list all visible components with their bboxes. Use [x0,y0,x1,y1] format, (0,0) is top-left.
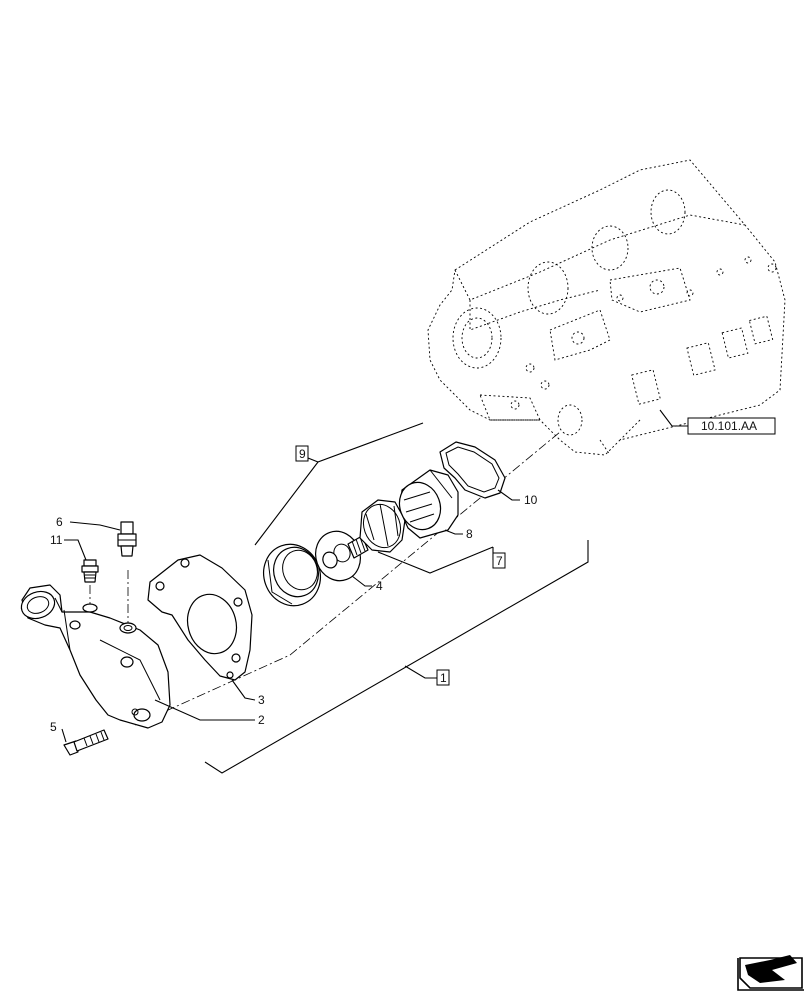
part-5-bolt [63,729,109,756]
callout-7: 7 [496,554,503,568]
part-11-sensor [81,559,99,583]
next-page-arrow-icon[interactable] [737,955,804,991]
assembly-centerline [134,431,561,726]
bore-3 [591,225,629,271]
bore-front [452,307,502,369]
leader-lines [61,409,688,774]
part-10-o-ring [439,441,506,499]
engine-block-phantom [427,159,786,456]
part-2-thermostat-housing [20,584,171,729]
callout-1: 1 [440,671,447,685]
bore-2 [527,261,569,315]
callout-6: 6 [56,515,63,529]
callout-11: 11 [50,533,63,547]
callout-8: 8 [466,527,473,541]
bore-4 [650,189,686,235]
part-3-gasket [147,554,253,681]
part-8-cartridge [398,469,459,539]
part-9-seal-ring [263,543,321,607]
part-7-insert [359,499,406,553]
callout-5: 5 [50,720,57,734]
callout-3: 3 [258,693,265,707]
callout-10: 10 [524,493,538,507]
callout-4: 4 [376,579,383,593]
callout-2: 2 [258,713,265,727]
callout-9: 9 [299,447,306,461]
part-6-sender [117,521,137,557]
reference-10-101-aa[interactable]: 10.101.AA [701,419,757,433]
